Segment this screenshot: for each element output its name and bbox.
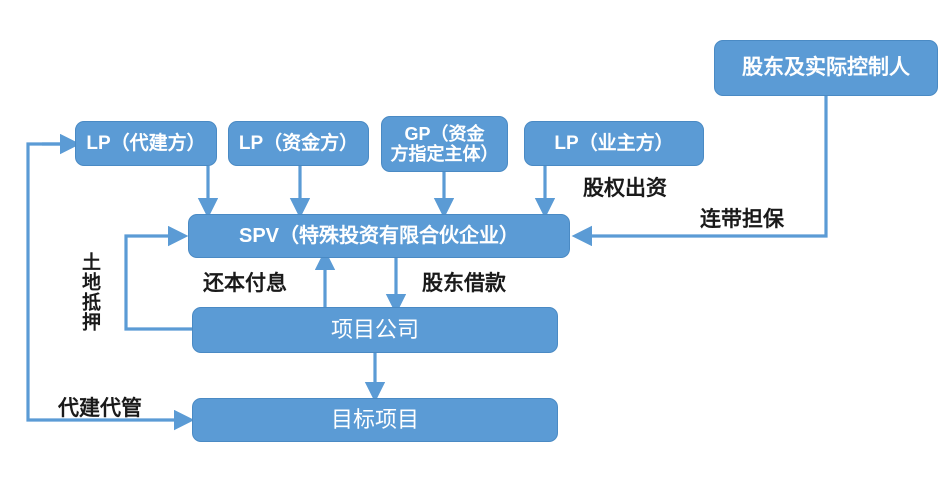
node-lp-builder[interactable]: LP（代建方）	[75, 121, 217, 166]
node-gp-label-line1: GP（资金	[404, 123, 485, 144]
node-target-project[interactable]: 目标项目	[192, 398, 558, 442]
connector-shareholder-to-spv	[571, 96, 828, 247]
edge-label-construction-mgmt-text: 代建代管	[58, 395, 142, 420]
node-spv[interactable]: SPV（特殊投资有限合伙企业）	[188, 214, 570, 258]
edge-label-equity-contribution-text: 股权出资	[583, 175, 667, 200]
node-gp-label: GP（资金 方指定主体）	[391, 124, 499, 164]
edge-label-construction-mgmt: 代建代管	[58, 392, 142, 422]
node-project-company-label: 项目公司	[330, 316, 419, 342]
node-lp-owner-label: LP（业主方）	[554, 132, 674, 154]
edge-label-land-mortgage-text: 土地抵押	[79, 252, 101, 332]
node-lp-builder-label: LP（代建方）	[86, 132, 206, 154]
edge-label-shareholder-loan-text: 股东借款	[422, 270, 506, 295]
edge-label-equity-contribution: 股权出资	[583, 172, 667, 202]
node-lp-funder-label: LP（资金方）	[238, 132, 359, 154]
node-shareholder[interactable]: 股东及实际控制人	[714, 40, 938, 96]
node-spv-label: SPV（特殊投资有限合伙企业）	[238, 224, 520, 247]
node-gp-label-line2: 方指定主体）	[390, 144, 499, 164]
node-target-project-label: 目标项目	[330, 406, 419, 432]
connector-projectco-to-spv-mortgage	[124, 225, 192, 331]
node-lp-owner[interactable]: LP（业主方）	[524, 121, 704, 166]
edge-label-joint-guarantee-text: 连带担保	[700, 206, 784, 231]
edge-label-repay-principal-text: 还本付息	[203, 270, 287, 295]
node-project-company[interactable]: 项目公司	[192, 307, 558, 353]
edge-label-land-mortgage: 土地抵押	[79, 252, 101, 332]
node-lp-funder[interactable]: LP（资金方）	[228, 121, 369, 166]
connector-lp-builder-to-target	[26, 142, 195, 431]
edge-label-repay-principal: 还本付息	[203, 267, 287, 297]
node-gp[interactable]: GP（资金 方指定主体）	[381, 116, 508, 172]
node-shareholder-label: 股东及实际控制人	[742, 56, 910, 80]
edge-label-joint-guarantee: 连带担保	[700, 203, 784, 233]
edge-label-shareholder-loan: 股东借款	[422, 267, 506, 297]
